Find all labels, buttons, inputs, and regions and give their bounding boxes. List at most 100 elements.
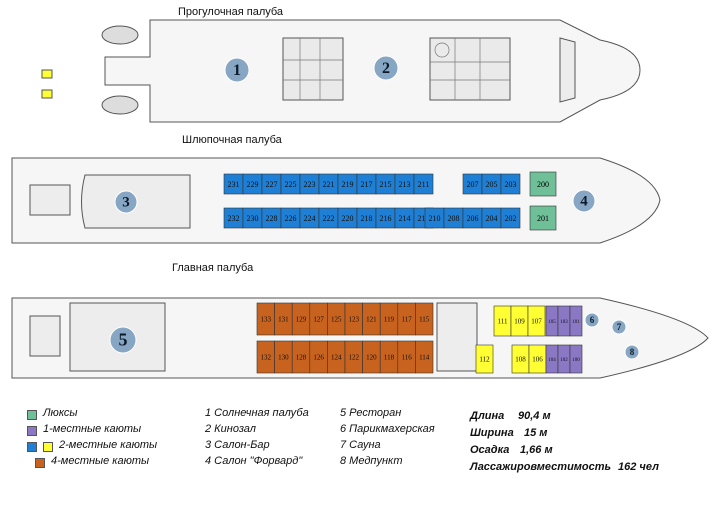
room-badge-circle bbox=[224, 57, 250, 83]
cabin-221: 221 bbox=[318, 173, 339, 195]
cabin-number: 127 bbox=[313, 315, 324, 323]
cabin-box bbox=[415, 302, 434, 336]
cabin-103: 103 bbox=[557, 305, 571, 337]
cabin-105: 105 bbox=[545, 305, 559, 337]
cabin-number: 131 bbox=[278, 315, 289, 323]
cabin-121: 121 bbox=[362, 302, 381, 336]
cabin-211: 211 bbox=[413, 173, 434, 195]
cabin-227: 227 bbox=[261, 173, 282, 195]
cabin-220: 220 bbox=[337, 207, 358, 229]
spec-draft-value: 1,66 м bbox=[520, 444, 553, 456]
cabin-number: 200 bbox=[537, 180, 549, 189]
promenade-hatch-2 bbox=[429, 37, 511, 101]
room-badge-circle bbox=[624, 344, 640, 360]
room-badge-1: 1 bbox=[224, 57, 250, 83]
room-badge-7: 7 bbox=[611, 319, 627, 335]
promenade-hatch-1 bbox=[282, 37, 344, 101]
promenade-aft-yellow-top bbox=[41, 69, 53, 79]
cabin-112: 112 bbox=[475, 344, 494, 374]
cabin-124: 124 bbox=[327, 340, 346, 374]
promenade-details bbox=[283, 38, 510, 100]
deck-title-promenade: Прогулочная палуба bbox=[178, 6, 284, 18]
cabin-217: 217 bbox=[356, 173, 377, 195]
cabin-106: 106 bbox=[528, 344, 547, 374]
cabin-number: 108 bbox=[515, 355, 526, 363]
cabin-number: 123 bbox=[349, 315, 360, 323]
room-badge-circle bbox=[373, 55, 399, 81]
cabin-number: 218 bbox=[361, 214, 373, 223]
cabin-number: 128 bbox=[296, 353, 307, 361]
cabin-number: 211 bbox=[418, 180, 430, 189]
cabin-126: 126 bbox=[309, 340, 328, 374]
cabin-213: 213 bbox=[394, 173, 415, 195]
promenade-aft-fitting-bottom bbox=[101, 95, 139, 115]
cabin-number: 107 bbox=[531, 317, 542, 325]
cabin-229: 229 bbox=[242, 173, 263, 195]
cabin-201: 201 bbox=[529, 205, 557, 231]
cabin-number: 231 bbox=[228, 180, 240, 189]
cabin-number: 217 bbox=[361, 180, 373, 189]
legend-room-3: 3 Салон-Бар bbox=[205, 439, 270, 451]
cabin-207: 207 bbox=[462, 173, 483, 195]
cabin-number: 212 bbox=[418, 214, 430, 223]
main-aft-block bbox=[29, 315, 61, 357]
cabin-215: 215 bbox=[375, 173, 396, 195]
room-badge-number: 7 bbox=[617, 322, 622, 332]
spec-capacity-value: 162 чел bbox=[618, 461, 659, 473]
spec-width-label: Ширина bbox=[470, 427, 514, 439]
promenade-stair-icon bbox=[434, 42, 450, 58]
cabin-202: 202 bbox=[500, 207, 521, 229]
legend-swatch-quad bbox=[35, 458, 45, 468]
cabin-133: 133 bbox=[256, 302, 275, 336]
cabin-number: 223 bbox=[304, 180, 316, 189]
cabin-119: 119 bbox=[379, 302, 399, 336]
cabin-131: 131 bbox=[274, 302, 293, 336]
cabin-number: 105 bbox=[548, 320, 556, 325]
room-badge-circle bbox=[114, 190, 138, 214]
cabin-number: 101 bbox=[572, 320, 580, 325]
cabin-number: 228 bbox=[266, 214, 278, 223]
legend-swatch-lux bbox=[27, 410, 37, 420]
cabin-127: 127 bbox=[309, 302, 328, 336]
legend-swatch-double-blue bbox=[27, 442, 37, 452]
cabin-number: 125 bbox=[331, 315, 342, 323]
cabin-117: 117 bbox=[397, 302, 416, 336]
room-badge-4: 4 bbox=[572, 189, 596, 213]
cabin-108: 108 bbox=[511, 344, 530, 374]
room-badge-number: 3 bbox=[122, 195, 130, 211]
cabin-number: 114 bbox=[419, 353, 430, 361]
room-badge-number: 2 bbox=[382, 60, 390, 77]
cabin-122: 122 bbox=[344, 340, 363, 374]
cabin-132: 132 bbox=[256, 340, 275, 374]
cabin-number: 220 bbox=[342, 214, 354, 223]
room-badge-number: 4 bbox=[580, 194, 588, 210]
cabin-number: 201 bbox=[537, 214, 549, 223]
cabin-203: 203 bbox=[500, 173, 521, 195]
legend-room-8: 8 Медпункт bbox=[340, 455, 403, 467]
cabin-230: 230 bbox=[242, 207, 263, 229]
cabin-box bbox=[529, 205, 557, 231]
room-badge-3: 3 bbox=[114, 190, 138, 214]
cabin-118: 118 bbox=[379, 340, 399, 374]
cabin-204: 204 bbox=[481, 207, 502, 229]
cabin-number: 118 bbox=[384, 353, 395, 361]
legend-label-quad: 4-местные каюты bbox=[51, 455, 150, 467]
cabin-number: 214 bbox=[399, 214, 411, 223]
cabin-box bbox=[569, 344, 583, 374]
cabin-205: 205 bbox=[481, 173, 502, 195]
cabin-210: 210 bbox=[424, 207, 445, 229]
room-badge-circle bbox=[109, 326, 137, 354]
legend-label-lux: Люксы bbox=[43, 407, 78, 419]
cabin-125: 125 bbox=[327, 302, 346, 336]
cabin-number: 221 bbox=[323, 180, 335, 189]
room-badge-5: 5 bbox=[109, 326, 137, 354]
cabin-number: 203 bbox=[505, 180, 517, 189]
cabin-box bbox=[500, 207, 521, 229]
cabin-number: 116 bbox=[401, 353, 412, 361]
cabin-box bbox=[529, 171, 557, 197]
cabin-218: 218 bbox=[356, 207, 377, 229]
cabin-number: 133 bbox=[261, 315, 272, 323]
cabin-number: 103 bbox=[560, 320, 568, 325]
legend-room-2: 2 Кинозал bbox=[205, 423, 257, 435]
room-badge-number: 5 bbox=[119, 329, 128, 349]
